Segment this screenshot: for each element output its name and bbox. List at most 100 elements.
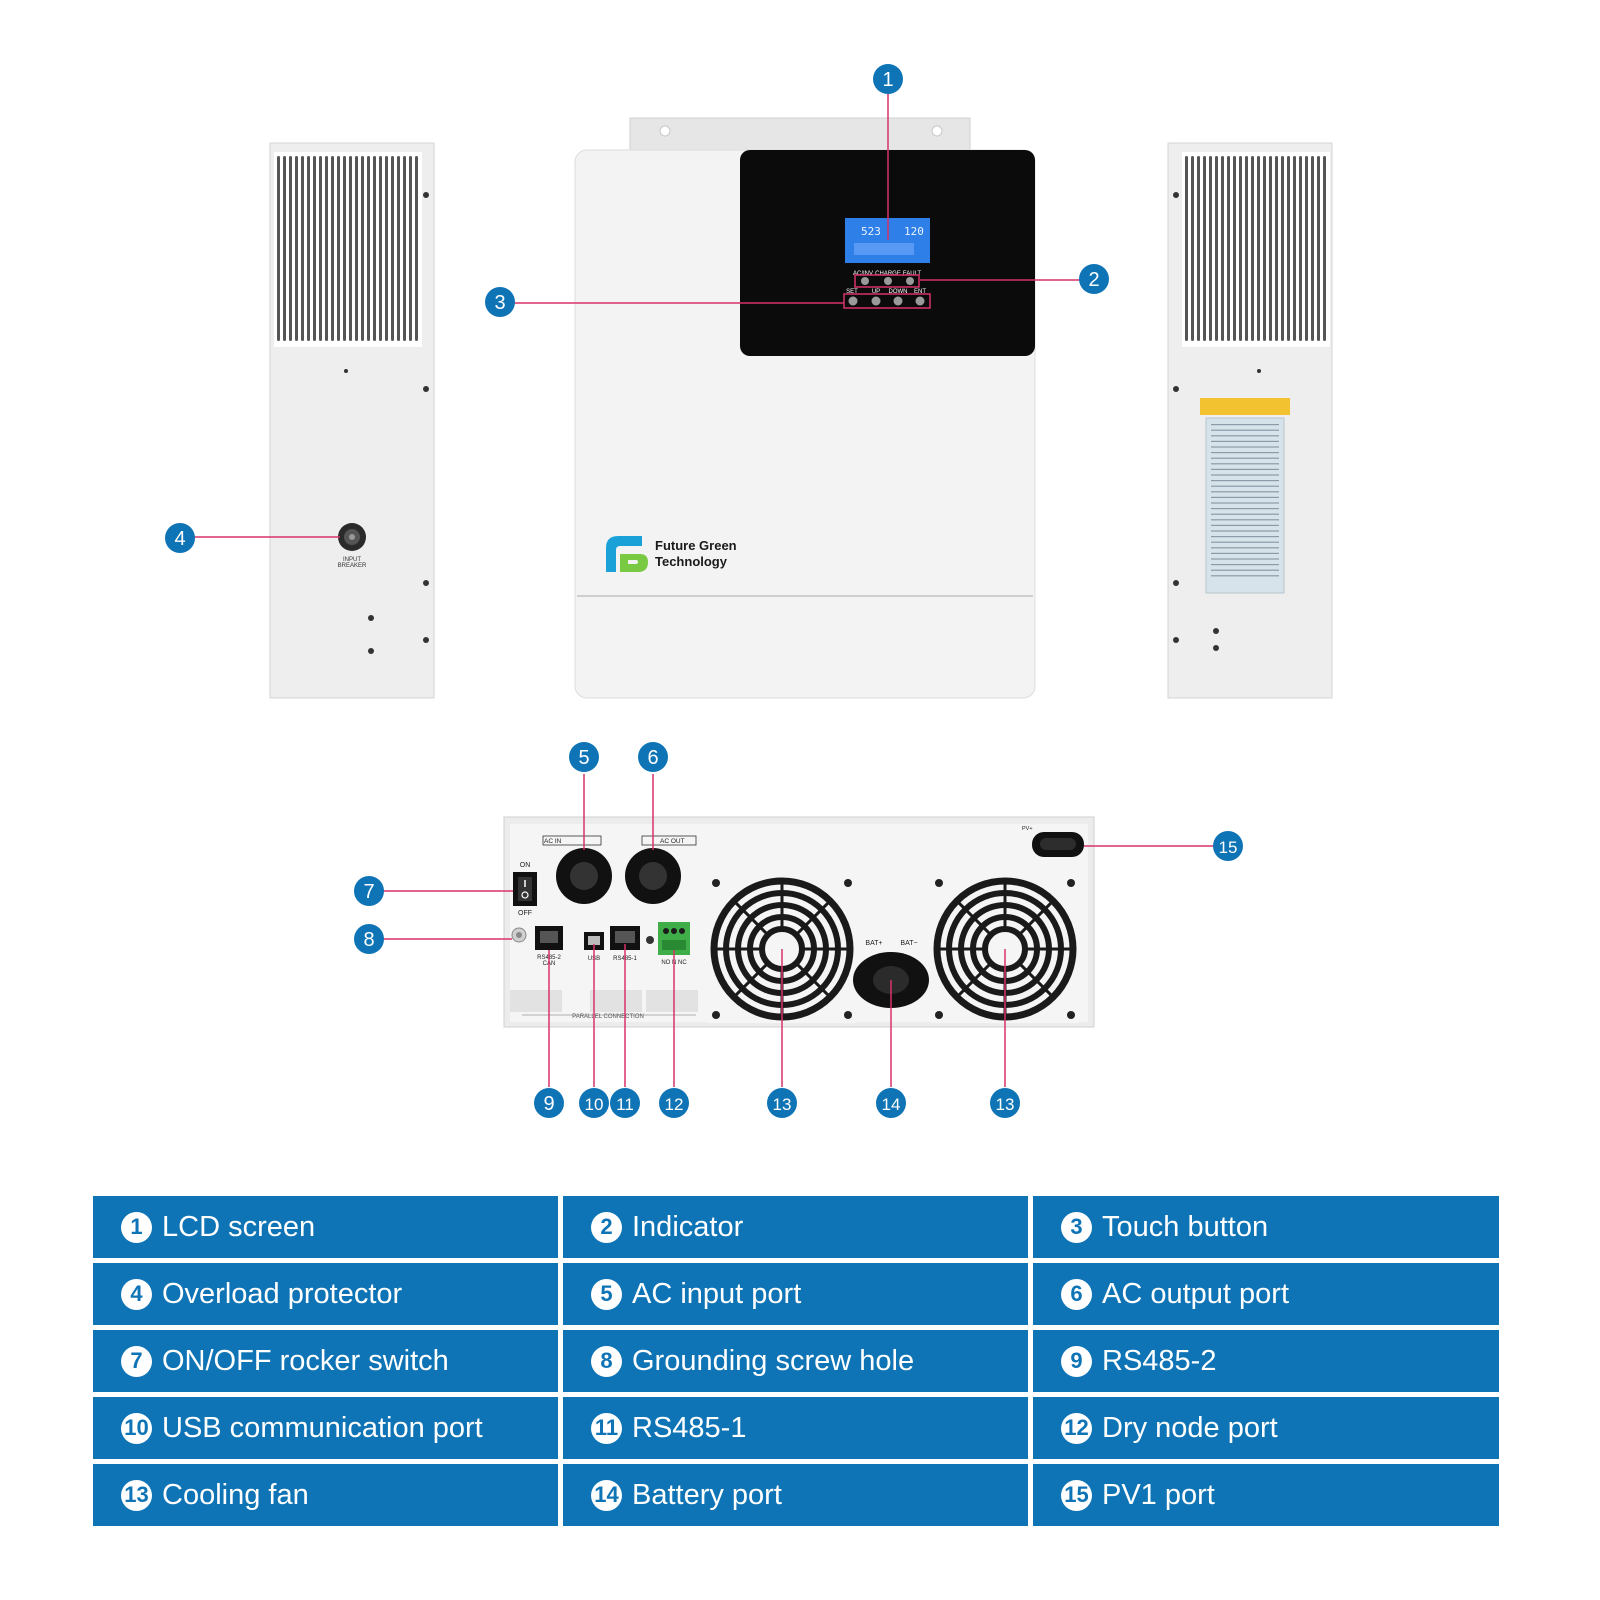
legend-number-badge: 10 bbox=[121, 1412, 152, 1444]
vent-slot bbox=[385, 156, 388, 341]
callout-badge: 3 bbox=[485, 287, 515, 317]
vent-slot bbox=[325, 156, 328, 341]
legend-number-badge: 2 bbox=[591, 1211, 622, 1243]
set-button[interactable] bbox=[848, 296, 858, 306]
breaker-label-1: INPUT bbox=[343, 557, 361, 563]
vent-slot bbox=[1269, 156, 1272, 341]
vent-slot bbox=[1299, 156, 1302, 341]
rs485-1-port[interactable] bbox=[610, 926, 640, 950]
button-label-ent: ENT bbox=[914, 289, 926, 295]
pv1-port[interactable] bbox=[1032, 832, 1084, 857]
callout-badge: 5 bbox=[569, 742, 599, 772]
legend-label: Touch button bbox=[1102, 1210, 1269, 1243]
touch-button-row: SET UP DOWN ENT bbox=[843, 289, 931, 309]
vent-slot bbox=[1191, 156, 1194, 341]
vent-slot bbox=[1203, 156, 1206, 341]
rs485-2-port[interactable] bbox=[535, 926, 563, 950]
callout-badge: 13 bbox=[990, 1088, 1020, 1118]
legend-label: Grounding screw hole bbox=[632, 1344, 915, 1377]
legend-label: LCD screen bbox=[162, 1210, 316, 1243]
callout-number: 12 bbox=[665, 1095, 684, 1114]
brand-logo bbox=[606, 536, 648, 572]
vent-slot bbox=[1197, 156, 1200, 341]
callout-badge: 2 bbox=[1079, 264, 1109, 294]
vent-slot bbox=[355, 156, 358, 341]
lcd-left-value: 523 bbox=[861, 225, 881, 238]
bat-plus-label: BAT+ bbox=[865, 940, 882, 947]
indicator-led-fault bbox=[906, 277, 914, 285]
callout-number: 13 bbox=[996, 1095, 1015, 1114]
rocker-switch[interactable] bbox=[513, 872, 537, 906]
vent-slot bbox=[1245, 156, 1248, 341]
up-button[interactable] bbox=[871, 296, 881, 306]
vent-slot bbox=[1323, 156, 1326, 341]
callout-number: 3 bbox=[494, 292, 505, 314]
legend-number-badge: 9 bbox=[1061, 1345, 1092, 1377]
usb-port[interactable] bbox=[584, 932, 604, 950]
ac-input-port[interactable] bbox=[556, 848, 612, 904]
vent-slot bbox=[331, 156, 334, 341]
callout-number: 4 bbox=[174, 528, 185, 550]
vent-slot bbox=[403, 156, 406, 341]
vent-slot bbox=[361, 156, 364, 341]
vent-slot bbox=[391, 156, 394, 341]
ac-in-label: AC IN bbox=[544, 838, 562, 845]
button-label-set: SET bbox=[846, 289, 858, 295]
callout-badge: 15 bbox=[1213, 831, 1243, 861]
vent-slot bbox=[343, 156, 346, 341]
legend-number-badge: 7 bbox=[121, 1345, 152, 1377]
legend-label: Cooling fan bbox=[162, 1478, 309, 1511]
legend-item: 2 Indicator bbox=[563, 1196, 1028, 1258]
legend-label: Battery port bbox=[632, 1478, 782, 1511]
legend-number-badge: 15 bbox=[1061, 1479, 1092, 1511]
vent-slot bbox=[1215, 156, 1218, 341]
button-label-up: UP bbox=[872, 289, 880, 295]
callout-badge: 13 bbox=[767, 1088, 797, 1118]
front-view: 523 120 AC/INV CHARGE FAULT SET UP DOWN … bbox=[574, 117, 1036, 699]
legend-label: Indicator bbox=[632, 1210, 744, 1243]
vent-slot bbox=[337, 156, 340, 341]
down-button[interactable] bbox=[893, 296, 903, 306]
ac-output-port[interactable] bbox=[625, 848, 681, 904]
callout-number: 2 bbox=[1088, 269, 1099, 291]
vent-slot bbox=[289, 156, 292, 341]
legend-label: AC input port bbox=[632, 1277, 802, 1310]
ent-button[interactable] bbox=[915, 296, 925, 306]
breaker-label-2: BREAKER bbox=[338, 563, 367, 569]
legend-number-badge: 4 bbox=[121, 1278, 152, 1310]
vent-slot bbox=[373, 156, 376, 341]
callout-number: 6 bbox=[647, 747, 658, 769]
callout-badge: 6 bbox=[638, 742, 668, 772]
legend-number-badge: 14 bbox=[591, 1479, 622, 1511]
vent-slot bbox=[367, 156, 370, 341]
grounding-screw bbox=[511, 927, 527, 943]
vent-slot bbox=[1293, 156, 1296, 341]
callout-number: 8 bbox=[363, 929, 374, 951]
brand-name-line-1: Future Green bbox=[655, 538, 737, 553]
vent-slot bbox=[409, 156, 412, 341]
dry-node-port[interactable] bbox=[658, 922, 690, 955]
callout-badge: 10 bbox=[579, 1088, 609, 1118]
vent-slot bbox=[301, 156, 304, 341]
vent-slot bbox=[1275, 156, 1278, 341]
vent-slot bbox=[313, 156, 316, 341]
on-label: ON bbox=[520, 862, 531, 869]
legend-number-badge: 12 bbox=[1061, 1412, 1092, 1444]
vent-slot bbox=[1185, 156, 1188, 341]
indicator-label-charge: CHARGE bbox=[875, 271, 901, 277]
rear-view: AC IN AC OUT ON OFF RS485-2 CAN bbox=[503, 816, 1095, 1028]
callout-badge: 12 bbox=[659, 1088, 689, 1118]
callout-badge: 1 bbox=[873, 64, 903, 94]
vent-slot bbox=[319, 156, 322, 341]
vent-slot bbox=[283, 156, 286, 341]
